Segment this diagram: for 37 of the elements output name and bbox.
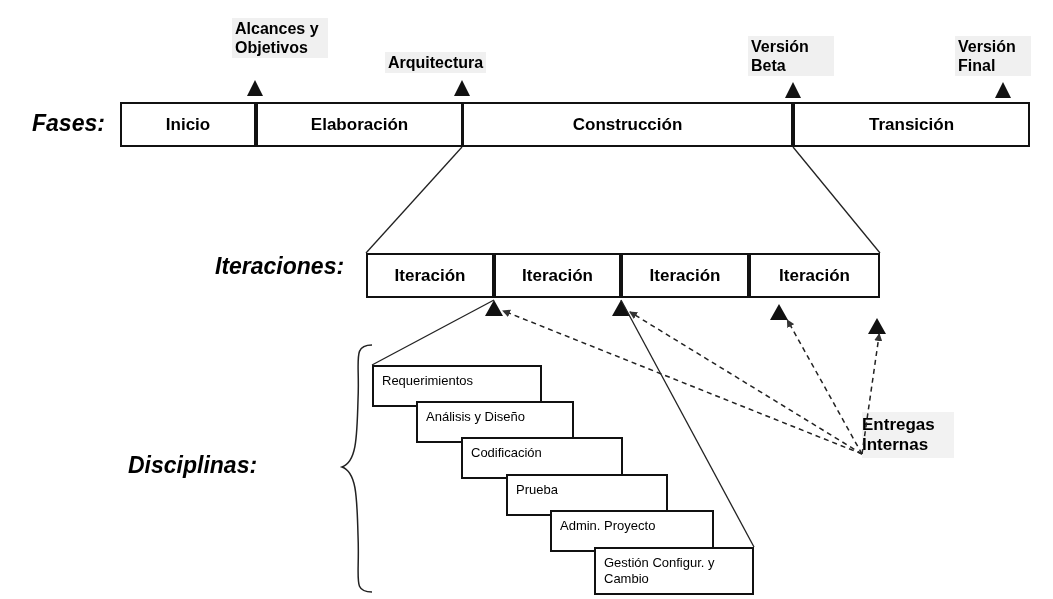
arrow: [786, 319, 863, 455]
phase-box: Transición: [793, 102, 1030, 147]
phase-box: Construcción: [462, 102, 793, 147]
milestone-triangle: [995, 82, 1011, 98]
milestone-label: Versión Final: [955, 36, 1031, 76]
discipline-box: Admin. Proyecto: [550, 510, 714, 552]
milestone-triangle: [612, 300, 630, 316]
note-text: Entregas Internas: [862, 412, 954, 458]
milestone-label: Arquitectura: [385, 52, 487, 73]
connector-line: [365, 146, 463, 254]
row-label: Disciplinas:: [128, 452, 258, 479]
milestone-triangle: [485, 300, 503, 316]
discipline-box: Codificación: [461, 437, 623, 479]
connector-line: [792, 146, 881, 254]
milestone-triangle: [785, 82, 801, 98]
milestone-triangle: [247, 80, 263, 96]
milestone-triangle: [454, 80, 470, 96]
connector-line: [620, 299, 755, 548]
milestone-label: Versión Beta: [748, 36, 834, 76]
iteration-box: Iteración: [366, 253, 494, 298]
milestone-triangle: [770, 304, 788, 320]
row-label: Iteraciones:: [215, 253, 345, 280]
arrow: [861, 333, 883, 455]
milestone-triangle: [868, 318, 886, 334]
discipline-box: Prueba: [506, 474, 668, 516]
phase-box: Inicio: [120, 102, 256, 147]
iteration-box: Iteración: [494, 253, 621, 298]
milestone-label: Alcances y Objetivos: [232, 18, 328, 58]
iteration-box: Iteración: [621, 253, 749, 298]
discipline-box: Análisis y Diseño: [416, 401, 574, 443]
arrow: [502, 309, 863, 455]
discipline-box: Gestión Configur. y Cambio: [594, 547, 754, 595]
row-label: Fases:: [32, 110, 105, 137]
iteration-box: Iteración: [749, 253, 880, 298]
phase-box: Elaboración: [256, 102, 463, 147]
arrow: [629, 311, 863, 455]
connector-line: [371, 299, 495, 366]
